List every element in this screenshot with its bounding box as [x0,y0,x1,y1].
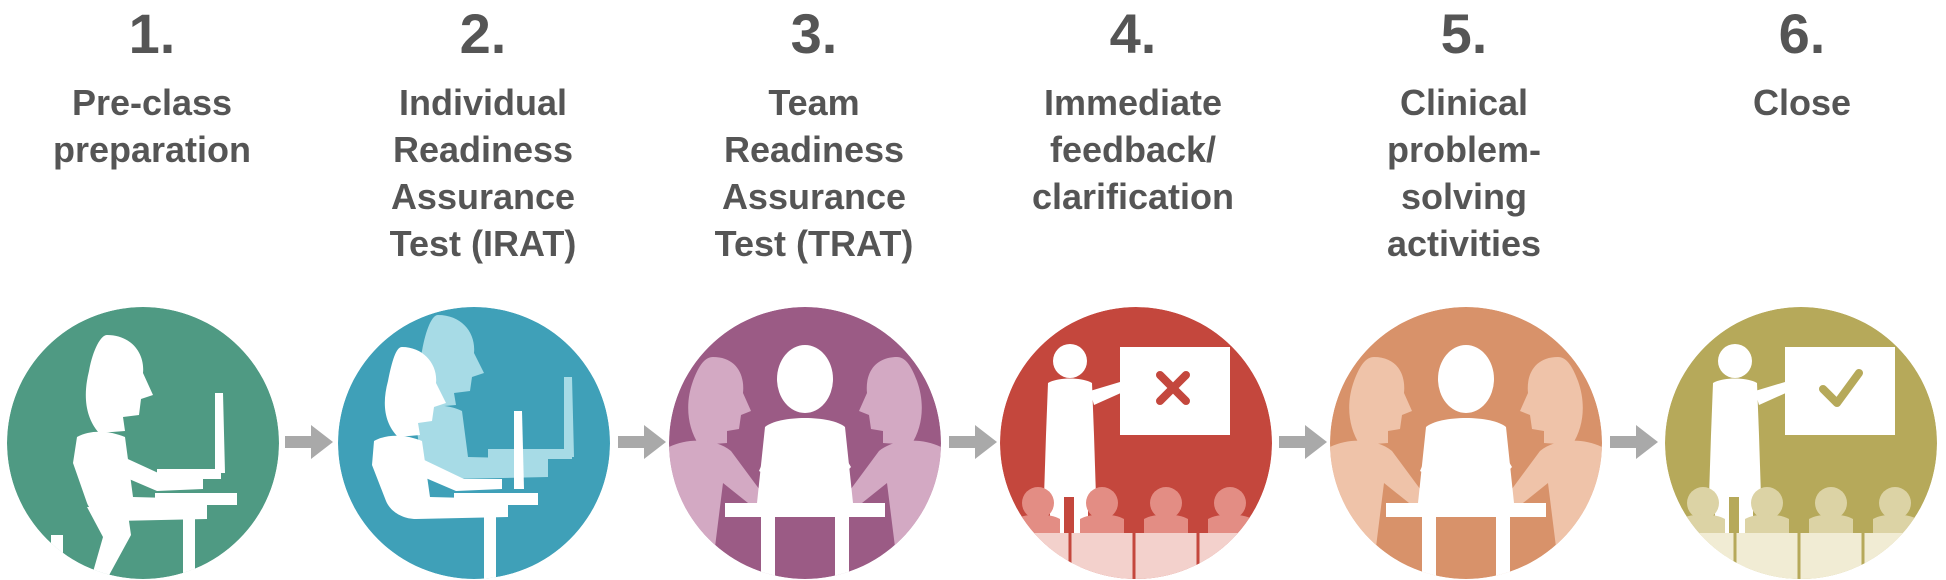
step-2: 2. Individual Readiness Assurance Test (… [333,0,633,267]
step-3-illustration [669,307,941,579]
step-number: 5. [1440,2,1488,65]
step-6: 6. Close [1652,0,1946,126]
arrow-right-icon [285,423,335,461]
step-number: 2. [459,2,507,65]
step-number: 4. [1109,2,1157,65]
arrow-right-icon [1279,423,1329,461]
step-label: Individual Readiness Assurance Test (IRA… [389,82,577,264]
step-number: 3. [790,2,838,65]
step-label: Team Readiness Assurance Test (TRAT) [714,82,914,264]
step-4: 4. Immediate feedback/ clarification [983,0,1283,220]
step-4-illustration [1000,307,1272,579]
step-label: Immediate feedback/ clarification [1031,82,1235,217]
step-number: 6. [1778,2,1826,65]
arrow-right-icon [1610,423,1660,461]
instructor-board-check-icon [1665,307,1937,579]
instructor-board-cross-icon [1000,307,1272,579]
step-label: Close [1752,82,1852,123]
person-at-laptop-icon [7,307,279,579]
team-discussion-icon [1330,307,1602,579]
step-3: 3. Team Readiness Assurance Test (TRAT) [664,0,964,267]
step-5-illustration [1330,307,1602,579]
individuals-at-laptops-icon [338,307,610,579]
team-discussion-icon [669,307,941,579]
step-1-illustration [7,307,279,579]
step-1: 1. Pre-class preparation [2,0,302,173]
step-2-illustration [338,307,610,579]
step-number: 1. [128,2,176,65]
step-label: Clinical problem- solving activities [1386,82,1542,264]
step-6-illustration [1665,307,1937,579]
step-label: Pre-class preparation [52,82,252,170]
arrow-right-icon [618,423,668,461]
arrow-right-icon [949,423,999,461]
step-5: 5. Clinical problem- solving activities [1314,0,1614,267]
